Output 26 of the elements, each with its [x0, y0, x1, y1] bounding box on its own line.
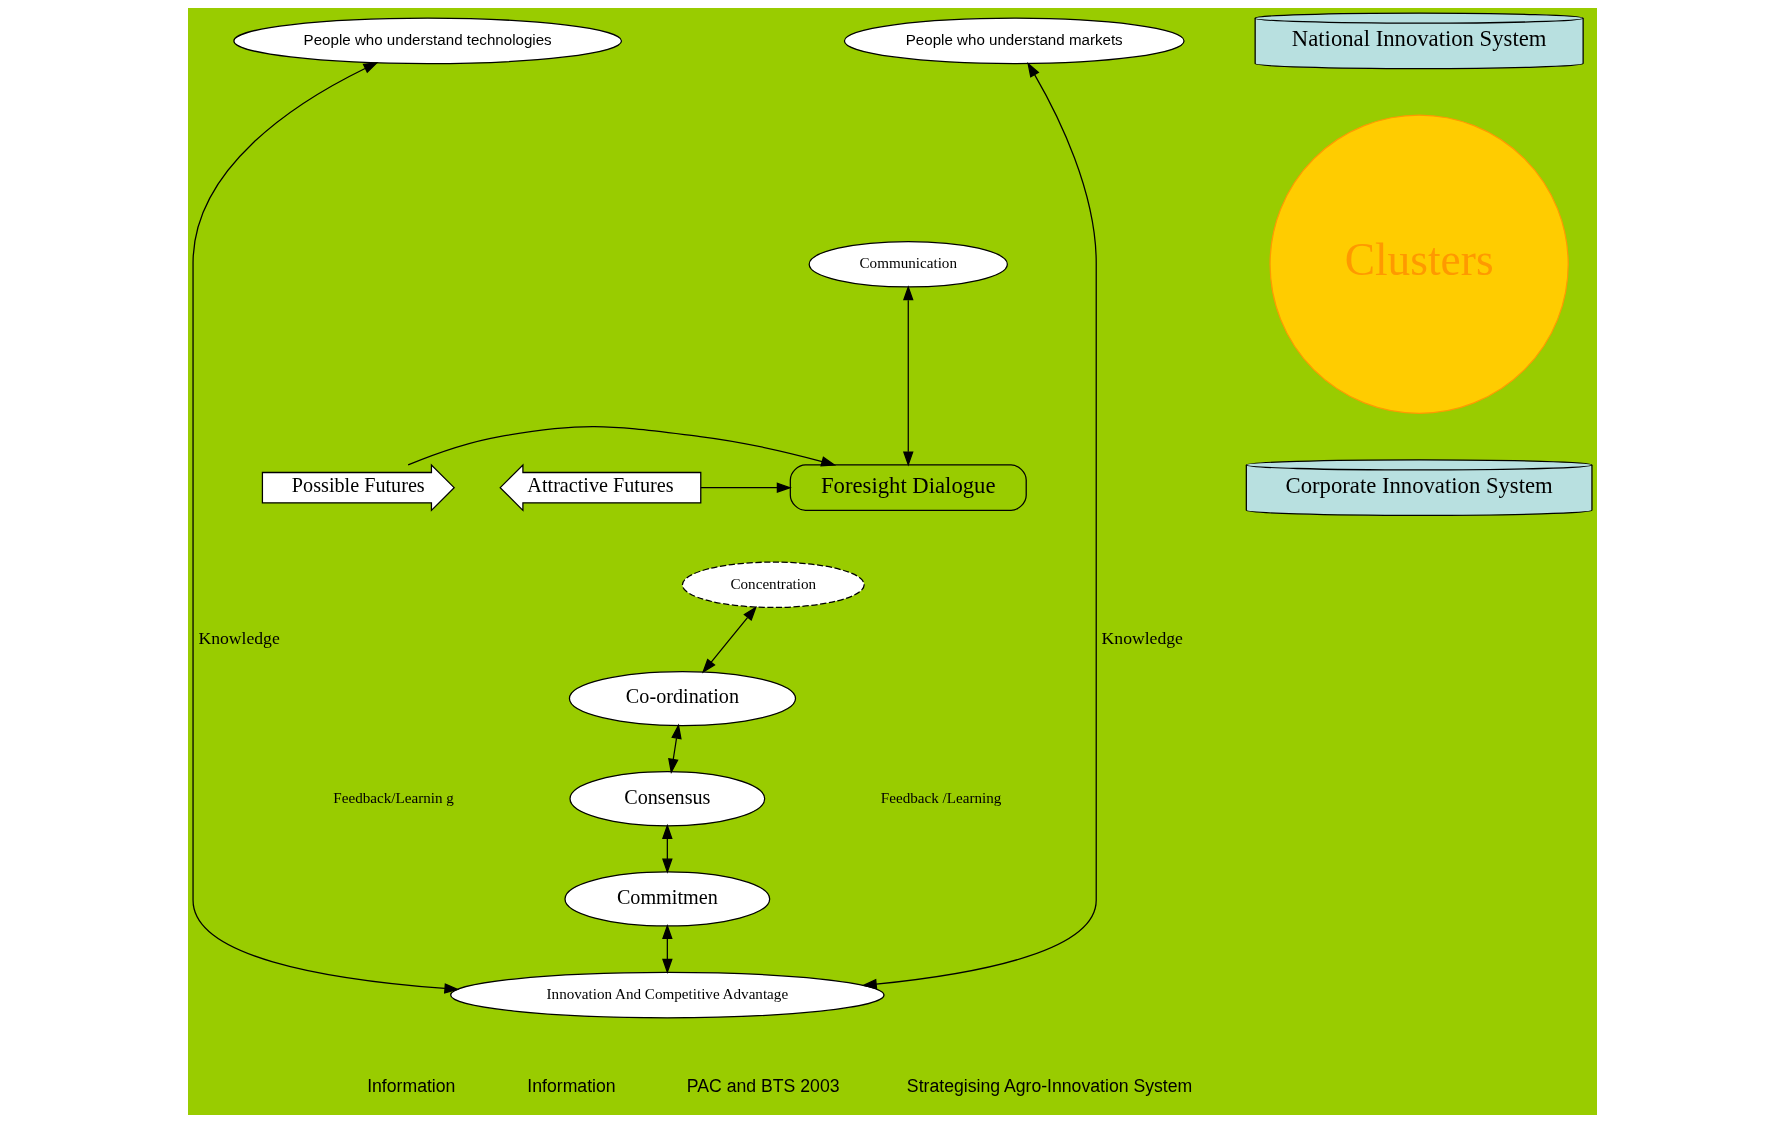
node-ellipse: Consensus	[568, 771, 765, 827]
arrow	[407, 426, 836, 467]
label: Strategising Agro-Innovation System	[906, 1075, 1192, 1096]
node-ellipse: Commitmen	[563, 871, 770, 927]
arrow	[191, 62, 459, 994]
edge-label: Knowledge	[197, 628, 280, 649]
arrow	[699, 482, 792, 493]
arrow	[661, 823, 673, 874]
arrow	[667, 723, 682, 774]
node-text: Feedback /Learning	[880, 789, 1001, 806]
node-ellipse: Innovation And Competitive Advantage	[449, 971, 885, 1019]
arrow	[661, 923, 673, 974]
arrow	[861, 62, 1097, 990]
node-ellipse: Concentration	[681, 561, 865, 609]
arrow	[701, 606, 757, 674]
node-ellipse: People who understand markets	[843, 17, 1185, 65]
arrow	[902, 285, 914, 467]
label: PAC and BTS 2003	[686, 1075, 840, 1096]
node-ellipse: People who understand technologies	[232, 17, 622, 65]
node-ellipse: Communication	[808, 240, 1008, 288]
node-ellipse: Co-ordination	[568, 670, 796, 727]
node-text: Feedback/Learnin g	[332, 789, 454, 806]
edge-label: Knowledge	[1101, 628, 1183, 649]
node-box: Foresight Dialogue	[789, 464, 1027, 511]
label: Information	[526, 1075, 616, 1096]
label: Information	[366, 1075, 455, 1096]
